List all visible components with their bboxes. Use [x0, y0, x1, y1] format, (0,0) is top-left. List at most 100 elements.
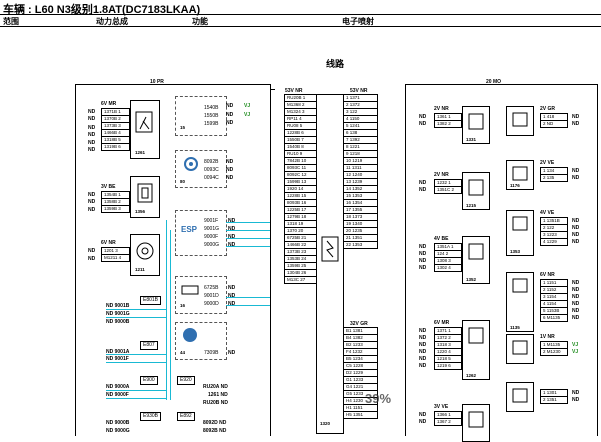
pin: 2 1372 [344, 102, 377, 109]
nd-tag: ND [419, 187, 427, 193]
nd-tag: ND [572, 280, 580, 286]
comp-number: 1262 [466, 373, 477, 378]
comp-number: 1176 [510, 183, 520, 188]
pin: 0094C [204, 175, 219, 181]
pin: 8093C 11 [285, 165, 317, 172]
left-bus-label: 10 PR [150, 79, 164, 85]
nd-tag: ND [228, 218, 236, 224]
lc0-pins: 1371B 1 1370B 2 1373B 3 1466B 4 1318B 5 … [101, 108, 130, 151]
nd-tag: ND [419, 412, 427, 418]
pin: 3 122 [344, 109, 377, 116]
comp-number: 1211 [135, 267, 145, 272]
pin: 1599B [204, 121, 219, 127]
pin: H1 1151 [344, 405, 377, 412]
nd-tag: ND [226, 112, 234, 118]
pin: 1 134 [541, 168, 567, 175]
conn-line: RU20A ND [203, 384, 228, 390]
vj-tag: VJ [572, 349, 579, 355]
fr-component [506, 106, 534, 136]
nd-tag: ND [419, 356, 427, 362]
function-label: 功能 [192, 17, 208, 26]
connector-box: E920 [177, 376, 195, 385]
pin: 1308 3 [435, 258, 461, 265]
pin: 1370B 2 [102, 116, 129, 123]
rc-component: 1352 [462, 236, 490, 284]
nd-tag: ND [419, 419, 427, 425]
comp-number: 1353 [510, 249, 521, 254]
rc-label: 2V NR [434, 172, 449, 178]
pin: 1228B 6 [285, 130, 317, 137]
signal-wire [106, 317, 166, 318]
pin: 9 1218 [344, 151, 377, 158]
fr-component: 1176 [506, 160, 534, 190]
pin: 1371 1 [435, 328, 461, 335]
signal-wire [106, 390, 166, 391]
lc2-pins: 1201 3 M1211 4 [101, 247, 130, 262]
pin: 1353B 24 [285, 256, 317, 263]
nd-tag: ND [572, 218, 580, 224]
pin: 1359B 25 [285, 263, 317, 270]
nd-tag: ND [419, 244, 427, 250]
nd-tag: ND [419, 251, 427, 257]
comp-number: 1320 [320, 421, 331, 426]
pin: C5 1228 [344, 363, 377, 370]
signal-wire [226, 222, 270, 223]
conn-line: ND 9001B [106, 303, 130, 309]
pin: 1382 2 [437, 121, 451, 126]
nd-tag: ND [419, 121, 427, 127]
pin: 1 1371 [344, 95, 377, 102]
fr-component: 1353 [506, 210, 534, 256]
pin: 16 1354 [344, 200, 377, 207]
sensor-icon [512, 112, 528, 127]
pin: 22 1353 [346, 242, 363, 247]
comp-number: 1356 [135, 209, 146, 214]
pin: 1318 3 [435, 342, 461, 349]
pin: 1318B 5 [102, 137, 129, 144]
pin: 10 1219 [344, 158, 377, 165]
signal-wire [166, 220, 167, 400]
nd-tag: ND [572, 114, 580, 120]
nd-tag: ND [572, 232, 580, 238]
pin: 2 135 [543, 175, 555, 180]
signal-wire [106, 309, 166, 310]
pin: 9000F [204, 234, 219, 240]
nd-tag: ND [88, 125, 96, 131]
pin: 6 M1135 [543, 315, 561, 320]
pin: 0093C [204, 167, 219, 173]
sensor-icon [512, 216, 528, 231]
pin: 1279B 18 [285, 214, 317, 221]
signal-wire [226, 230, 270, 231]
mid-comp-2: 80 [175, 150, 227, 188]
pin: 14 1352 [344, 186, 377, 193]
rc-label: 4V BE [434, 236, 449, 242]
pin: 1 1351B [541, 218, 567, 225]
sensor-icon [468, 327, 484, 344]
zoom-indicator: 39% [365, 391, 392, 406]
pin: 1351A 1 [435, 244, 461, 251]
pin: 1304B 26 [285, 270, 317, 277]
nd-tag: ND [88, 199, 96, 205]
nd-tag: ND [572, 121, 580, 127]
pin: 1920 14 [285, 186, 317, 193]
nd-tag: ND [88, 132, 96, 138]
pin: 2 ND [543, 121, 554, 126]
pin: 4 1150 [344, 116, 377, 123]
comp-number: 1331 [466, 137, 477, 142]
pin: 1540B [204, 105, 219, 111]
mid-comp-4: 16 [175, 276, 227, 314]
diagram-title: 线路 [326, 59, 345, 69]
pin: 1550B [204, 113, 219, 119]
pin: 9001G [204, 226, 220, 232]
mid-comp-esp: ESP [175, 210, 227, 256]
rc-component [462, 404, 490, 442]
lc1-pins: 1354B 1 1358B 2 1359B 3 [101, 191, 130, 213]
pin: H4 1230 [344, 398, 377, 405]
signal-wire [226, 305, 270, 306]
connector-box: E892 [177, 412, 195, 421]
pin: 1 1151 [541, 280, 567, 287]
